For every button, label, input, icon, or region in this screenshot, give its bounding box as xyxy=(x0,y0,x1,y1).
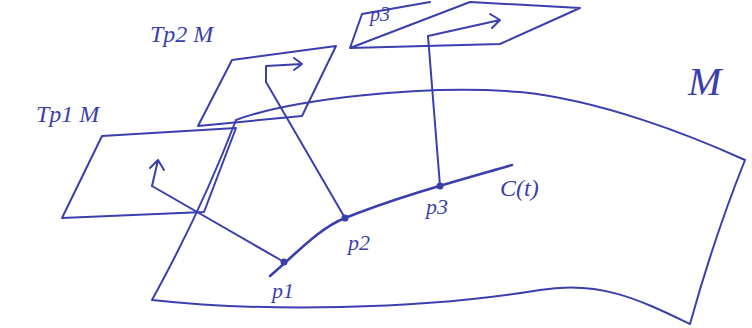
plane-label: Tp1 M xyxy=(36,102,99,126)
curve xyxy=(270,165,512,276)
curve-label: C(t) xyxy=(500,176,539,200)
projection-line xyxy=(428,36,440,186)
plane-label: Tp2 M xyxy=(150,22,213,46)
tangent-vector xyxy=(150,160,164,186)
tangent-plane xyxy=(62,128,236,218)
tangent-vector xyxy=(428,14,500,36)
projection-line xyxy=(266,82,345,218)
projection-line xyxy=(152,186,284,262)
tangent-vector xyxy=(266,58,302,82)
tangent-plane xyxy=(198,46,336,126)
tangent-plane xyxy=(350,2,580,48)
manifold-surface xyxy=(152,90,745,324)
manifold-label: M xyxy=(688,62,721,102)
point-label: p3 xyxy=(426,196,448,218)
plane-label: p3 xyxy=(370,4,390,24)
point-label: p2 xyxy=(348,232,370,254)
point-label: p1 xyxy=(272,280,294,302)
